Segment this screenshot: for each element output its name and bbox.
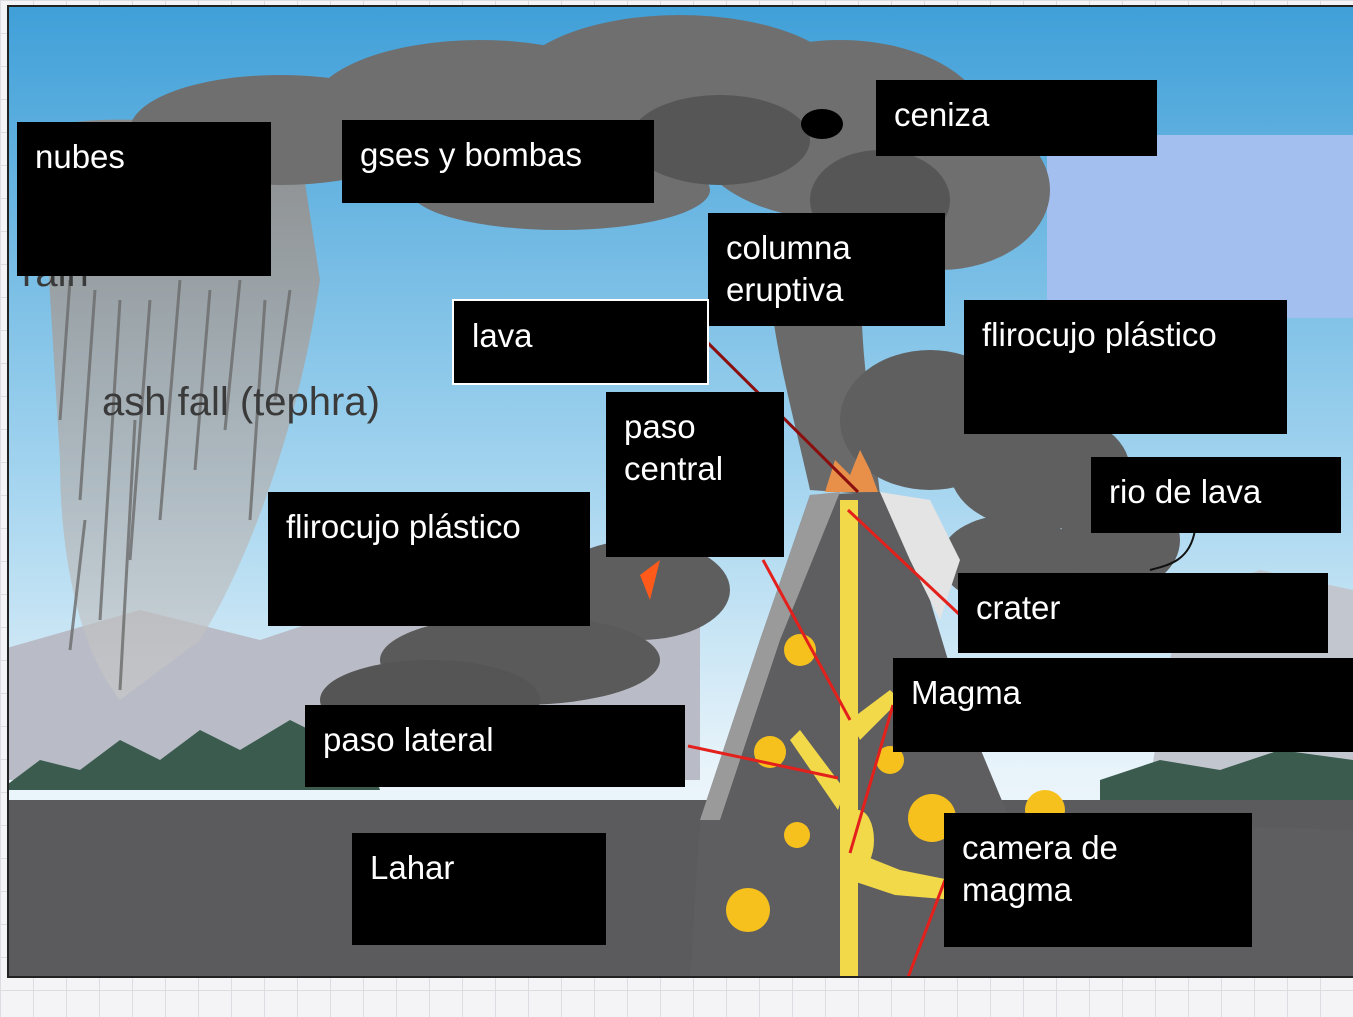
label-nubes: nubes: [17, 122, 271, 276]
label-flujo-plastico-left: flirocujo plástico: [268, 492, 590, 626]
label-ceniza: ceniza: [876, 80, 1157, 156]
leader-lines: [687, 508, 962, 976]
leader-camera: [906, 879, 947, 976]
ash-fall-caption: ash fall (tephra): [102, 380, 380, 424]
leader-crater: [846, 508, 962, 617]
volcano-slope-light: [700, 492, 840, 820]
forest-right: [1100, 750, 1353, 810]
leader-paso-central: [761, 559, 852, 721]
label-columna-eruptiva: columna eruptiva: [708, 213, 945, 326]
lava-river: [880, 492, 960, 620]
crater-glow: [825, 450, 878, 492]
label-crater: crater: [958, 573, 1328, 653]
forest: [9, 720, 380, 790]
leader-rio-lava: [1149, 529, 1196, 571]
label-lava: lava: [452, 299, 709, 385]
leader-paso-lateral: [687, 744, 839, 780]
label-rio-de-lava: rio de lava: [1091, 457, 1341, 533]
magma-conduit: [790, 500, 955, 976]
leader-magma: [848, 704, 895, 854]
label-camera-de-magma: camera de magma: [944, 813, 1252, 947]
label-paso-central: paso central: [606, 392, 784, 557]
label-flujo-plastico-right: flirocujo plástico: [964, 300, 1287, 434]
label-paso-lateral: paso lateral: [305, 705, 685, 787]
sky-panel: [1047, 135, 1353, 318]
ash-particle-marker: [801, 109, 843, 139]
label-lahar: Lahar: [352, 833, 606, 945]
label-gases-bombas: gses y bombas: [342, 120, 654, 203]
label-magma: Magma: [893, 658, 1353, 752]
